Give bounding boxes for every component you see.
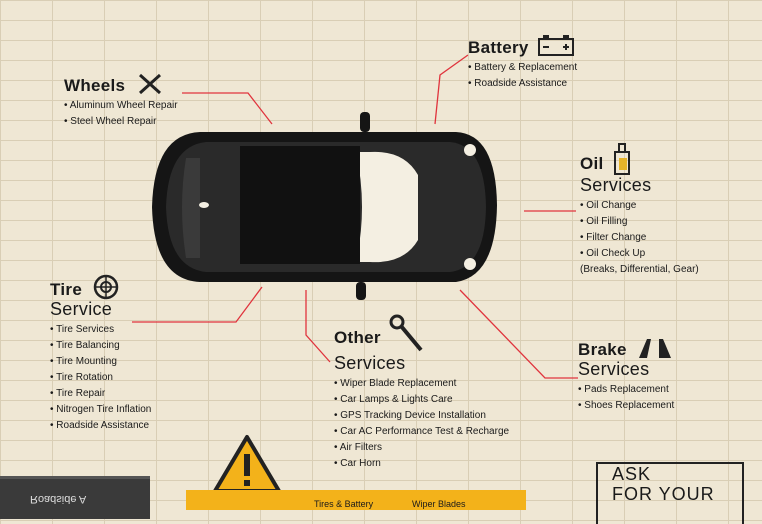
brake-subtitle: Services [578, 359, 650, 379]
list-item: Nitrogen Tire Inflation [50, 402, 151, 418]
warning-sign-icon [213, 435, 281, 493]
connector-lines [132, 54, 578, 379]
promo-item: Tires & Battery [314, 499, 374, 509]
other-connector [305, 290, 331, 363]
other-title: Other [334, 328, 381, 348]
list-item: Car Lamps & Lights Care [334, 392, 509, 408]
road-icon [639, 338, 672, 358]
tire-section: Tire Service Tire Services Tire Balancin… [50, 274, 151, 434]
list-item: Shoes Replacement [578, 398, 675, 414]
list-item: Wiper Blade Replacement [334, 376, 509, 392]
list-item: Oil Change [580, 198, 699, 214]
list-item: Tire Rotation [50, 370, 151, 386]
list-item: Pads Replacement [578, 382, 675, 398]
list-item: Filter Change [580, 230, 699, 246]
list-item: Air Filters [334, 440, 509, 456]
roadside-box: Roadside A [0, 476, 150, 519]
list-item: Oil Check Up [580, 246, 699, 262]
battery-title: Battery [468, 38, 529, 57]
oil-section: Oil Services Oil Change Oil Filling Filt… [580, 143, 699, 278]
ask-line: ASK [612, 464, 652, 484]
list-item: Roadside Assistance [50, 418, 151, 434]
box-text: Roadside A [30, 493, 87, 505]
other-subtitle: Services [334, 353, 406, 373]
wheels-title: Wheels [64, 76, 126, 95]
service-wall: Wheels Aluminum Wheel Repair Steel Wheel… [0, 0, 762, 507]
oil-subtitle: Services [580, 175, 652, 195]
battery-section: Battery Battery & Replacement Roadside A… [468, 34, 577, 92]
battery-icon [538, 34, 575, 56]
tire-connector [132, 286, 263, 323]
list-item: Battery & Replacement [468, 60, 577, 76]
list-item: Tire Balancing [50, 338, 151, 354]
promo-item: Wiper Blades [412, 499, 466, 509]
brake-title: Brake [578, 340, 627, 359]
wheels-section: Wheels Aluminum Wheel Repair Steel Wheel… [64, 73, 178, 130]
other-section: Other Services Wiper Blade Replacement C… [334, 314, 509, 472]
brake-connector [459, 289, 578, 379]
ask-panel: ASK FOR YOUR [596, 462, 744, 524]
list-item: Tire Services [50, 322, 151, 338]
crossed-wrench-icon [138, 73, 161, 94]
tire-icon [93, 274, 118, 300]
list-item: Car Horn [334, 456, 509, 472]
list-item: Aluminum Wheel Repair [64, 98, 178, 114]
list-item: Steel Wheel Repair [64, 114, 178, 130]
oil-title: Oil [580, 154, 604, 174]
list-item: Oil Filling [580, 214, 699, 230]
oil-note: (Breaks, Differential, Gear) [580, 264, 699, 275]
wrench-icon [389, 314, 423, 352]
list-item: Roadside Assistance [468, 76, 577, 92]
list-item: Car AC Performance Test & Recharge [334, 424, 509, 440]
list-item: Tire Mounting [50, 354, 151, 370]
wheels-connector [182, 92, 273, 125]
list-item: GPS Tracking Device Installation [334, 408, 509, 424]
oil-bottle-icon [614, 143, 631, 175]
ask-line: FOR YOUR [612, 484, 715, 504]
brake-section: Brake Services Pads Replacement Shoes Re… [578, 338, 675, 414]
list-item: Tire Repair [50, 386, 151, 402]
battery-connector [434, 54, 469, 125]
promo-bar: Tires & Battery Wiper Blades [186, 490, 526, 510]
car-silhouette-icon [152, 112, 497, 300]
tire-title: Tire [50, 280, 83, 299]
tire-subtitle: Service [50, 299, 113, 319]
